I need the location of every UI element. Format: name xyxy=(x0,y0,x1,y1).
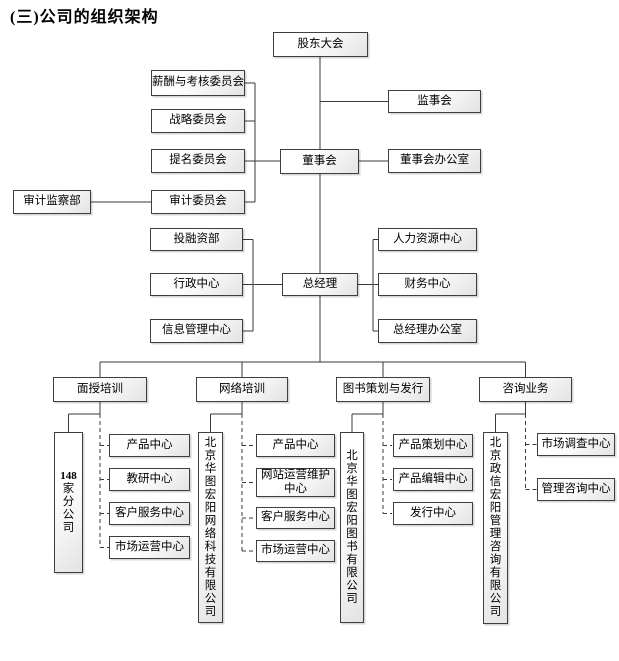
gm-office-box: 总经理办公室 xyxy=(378,319,477,343)
branch-2-unit-service-center: 客户服务中心 xyxy=(256,507,335,529)
investment-dept-box: 投融资部 xyxy=(150,228,243,251)
branch-1-unit-marketing-center: 市场运营中心 xyxy=(109,536,190,559)
branch-2-unit-site-ops-center: 网站运营维护中心 xyxy=(256,468,335,497)
branch-1-company-number: 148 xyxy=(60,470,77,482)
branch-3-unit-planning-center: 产品策划中心 xyxy=(393,434,473,457)
hr-center-box: 人力资源中心 xyxy=(378,228,477,251)
branch-book-publishing-box: 图书策划与发行 xyxy=(336,377,430,402)
branch-2-company-box: 北京华图宏阳网络科技有限公司 xyxy=(198,432,223,623)
branch-face-training-box: 面授培训 xyxy=(53,377,147,402)
page-title: (三)公司的组织架构 xyxy=(10,9,159,26)
audit-committee-box: 审计委员会 xyxy=(151,190,245,214)
branch-1-company-box: 148家分公司 xyxy=(54,432,83,573)
branch-4-company-label: 北京政信宏阳管理咨询有限公司 xyxy=(489,437,502,618)
board-of-directors-box: 董事会 xyxy=(280,149,359,174)
branch-1-unit-service-center: 客户服务中心 xyxy=(109,502,190,525)
branch-1-company-suffix: 家分公司 xyxy=(62,483,75,534)
branch-3-unit-distribution-center: 发行中心 xyxy=(393,502,473,525)
shareholders-meeting-box: 股东大会 xyxy=(273,32,368,57)
branch-3-company-label: 北京华图宏阳图书有限公司 xyxy=(346,449,358,605)
compensation-committee-box: 薪酬与考核委员会 xyxy=(151,70,245,96)
branch-2-unit-marketing-center: 市场运营中心 xyxy=(256,540,335,562)
admin-center-box: 行政中心 xyxy=(150,273,243,296)
finance-center-box: 财务中心 xyxy=(378,273,477,296)
branch-4-unit-market-survey-center: 市场调查中心 xyxy=(537,433,615,456)
branch-4-company-box: 北京政信宏阳管理咨询有限公司 xyxy=(483,432,508,624)
audit-supervision-dept-box: 审计监察部 xyxy=(13,190,91,214)
nomination-committee-box: 提名委员会 xyxy=(151,149,245,173)
branch-online-training-box: 网络培训 xyxy=(196,377,288,402)
general-manager-box: 总经理 xyxy=(282,273,358,296)
board-office-box: 董事会办公室 xyxy=(388,149,481,173)
branch-4-unit-mgmt-consult-center: 管理咨询中心 xyxy=(537,478,615,501)
branch-2-unit-product-center: 产品中心 xyxy=(256,434,335,457)
info-management-center-box: 信息管理中心 xyxy=(150,319,243,343)
strategy-committee-box: 战略委员会 xyxy=(151,109,245,133)
branch-consulting-box: 咨询业务 xyxy=(479,377,572,402)
branch-1-company-label: 148家分公司 xyxy=(58,470,80,535)
supervisory-board-box: 监事会 xyxy=(388,90,481,113)
branch-1-unit-research-center: 教研中心 xyxy=(109,468,190,491)
branch-3-unit-editing-center: 产品编辑中心 xyxy=(393,468,473,491)
branch-2-company-label: 北京华图宏阳网络科技有限公司 xyxy=(204,436,217,618)
branch-3-company-box: 北京华图宏阳图书有限公司 xyxy=(340,432,364,623)
branch-1-unit-product-center: 产品中心 xyxy=(109,434,190,457)
